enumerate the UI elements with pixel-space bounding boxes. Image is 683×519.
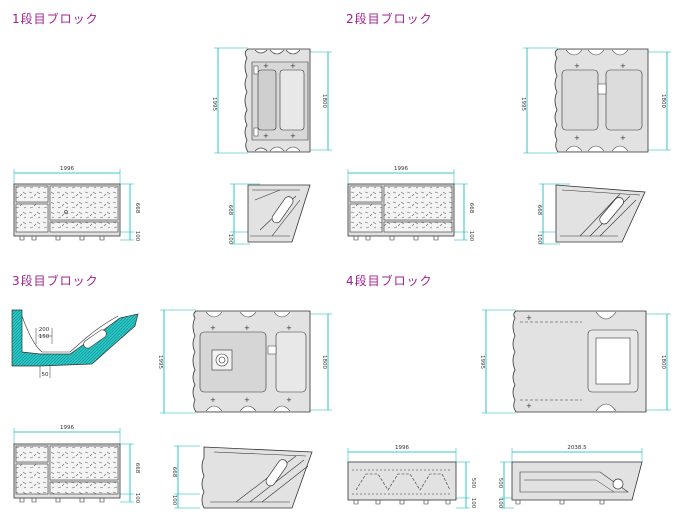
- block-2-plan-view: 1995 1800 + + + +: [520, 47, 671, 154]
- block-4-side-base: 100: [497, 498, 503, 509]
- block-4: 1995 1800 + + 1996 500 100: [347, 309, 671, 509]
- block-1-plan-height-right: 1800: [321, 94, 327, 108]
- block-2-side-height: 668: [536, 205, 542, 216]
- svg-text:+: +: [263, 132, 269, 140]
- svg-text:+: +: [263, 62, 269, 70]
- svg-text:+: +: [210, 396, 216, 404]
- block-3-section-dim-b: 150: [39, 334, 50, 340]
- block-4-side-width: 2038.5: [567, 445, 587, 451]
- block-2-front-width: 1996: [394, 166, 408, 172]
- block-4-plan-height-left: 1995: [479, 355, 485, 369]
- block-2-plan-height-right: 1800: [660, 94, 666, 108]
- block-2-front-base: 100: [468, 231, 474, 242]
- block-4-plan-view: 1995 1800 + +: [479, 309, 671, 414]
- block-4-side-view: 2038.5 500 100: [497, 445, 643, 509]
- svg-text:+: +: [526, 314, 532, 322]
- block-3-front-width: 1996: [60, 425, 74, 431]
- block-3-plan-view: 1995 1800 + + + + + +: [157, 309, 332, 414]
- svg-text:+: +: [290, 62, 296, 70]
- block-4-front-view: 1996 500 100: [347, 445, 476, 509]
- block-1: 1995 1800 + + + + 1996 668 100: [13, 47, 332, 245]
- block-1-front-view: 1996 668 100: [13, 166, 140, 242]
- svg-text:+: +: [244, 324, 250, 332]
- svg-text:+: +: [574, 62, 580, 70]
- block-3-front-view: 1996 668 100: [13, 425, 140, 504]
- block-2: 1995 1800 + + + + 1996 668 100: [347, 47, 671, 245]
- block-2-front-view: 1996 668 100: [347, 166, 474, 242]
- block-3-section-view: 200 150 50: [11, 309, 139, 378]
- block-1-plan-height-left: 1995: [211, 97, 217, 111]
- block-2-plan-height-left: 1995: [520, 97, 526, 111]
- block-2-side-base: 100: [536, 234, 542, 245]
- block-2-title: 2段目ブロック: [346, 12, 433, 26]
- block-1-plan-view: 1995 1800 + + + +: [211, 47, 332, 154]
- block-1-front-base: 100: [134, 231, 140, 242]
- block-2-front-height: 668: [468, 203, 474, 214]
- block-1-front-height: 668: [134, 203, 140, 214]
- svg-text:+: +: [574, 134, 580, 142]
- block-3-title: 3段目ブロック: [12, 274, 99, 288]
- block-4-side-height: 500: [497, 478, 503, 489]
- svg-text:+: +: [286, 396, 292, 404]
- block-3-side-view: 668 100: [171, 445, 313, 509]
- block-1-side-height: 668: [227, 205, 233, 216]
- block-3-plan-height-left: 1995: [157, 355, 163, 369]
- block-2-side-view: 668 100: [536, 183, 646, 245]
- block-3-plan-height-right: 1800: [321, 355, 327, 369]
- block-3-section-dim-a: 200: [39, 327, 50, 333]
- block-3-front-base: 100: [134, 493, 140, 504]
- block-3-front-height: 668: [134, 463, 140, 474]
- block-3-section-dim-c: 50: [42, 372, 49, 378]
- block-4-front-width: 1996: [395, 445, 409, 451]
- svg-text:+: +: [620, 62, 626, 70]
- block-1-title: 1段目ブロック: [12, 12, 99, 26]
- block-3: 200 150 50 1995 1800 + + +: [11, 309, 332, 509]
- block-4-front-height: 500: [470, 478, 476, 489]
- svg-text:+: +: [210, 324, 216, 332]
- svg-text:+: +: [290, 132, 296, 140]
- block-3-side-base: 100: [171, 495, 177, 506]
- svg-text:+: +: [286, 324, 292, 332]
- svg-text:+: +: [526, 402, 532, 410]
- block-1-side-base: 100: [227, 234, 233, 245]
- block-4-plan-height-right: 1800: [660, 355, 666, 369]
- svg-text:+: +: [620, 134, 626, 142]
- svg-text:+: +: [244, 396, 250, 404]
- block-4-front-base: 100: [470, 498, 476, 509]
- block-1-front-width: 1996: [60, 166, 74, 172]
- block-1-side-view: 668 100: [227, 183, 311, 245]
- block-3-side-height: 668: [171, 467, 177, 478]
- block-4-title: 4段目ブロック: [346, 274, 433, 288]
